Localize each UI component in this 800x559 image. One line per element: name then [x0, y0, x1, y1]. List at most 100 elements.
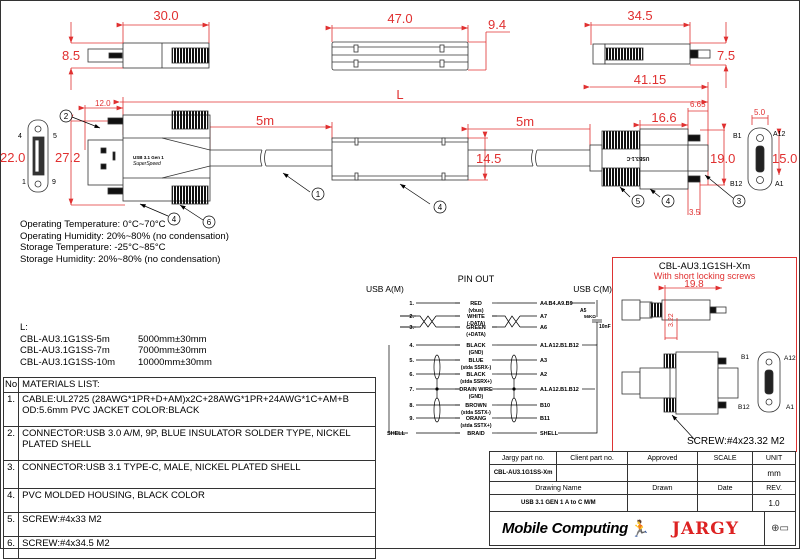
pinout-diagram: PIN OUT USB A(M) USB C(M) 1.RED(vbus)A4.…: [366, 274, 612, 437]
usb-c-body-label: USB3.1-C: [626, 155, 649, 161]
leader-lines: [71, 116, 734, 221]
pin-a-label: 6.: [409, 372, 414, 378]
variant-subtitle: With short locking screws: [653, 271, 756, 281]
approved-value: [626, 464, 699, 482]
pin-a-label: 5.: [409, 358, 414, 364]
wire-color: GREEN: [466, 325, 486, 331]
length-value: 7000mm±30mm: [138, 345, 207, 356]
materials-title: MATERIALS LIST:: [18, 377, 376, 393]
usb-a-pin-1: 1: [22, 179, 26, 186]
materials-no-header: No: [2, 377, 20, 393]
logo-row: Mobile Computing 🏃 JARGY ⊕▭: [489, 511, 796, 546]
pin-c-label: SHELL: [540, 431, 559, 437]
usb-a-superspeed-label: SuperSpeed: [133, 161, 161, 167]
dim-14-5: 14.5: [476, 151, 501, 166]
callout-4: 4: [438, 203, 443, 212]
variant-screw-spec: SCREW:#4x23.32 M2: [687, 436, 785, 447]
header-scale: SCALE: [697, 451, 754, 465]
variant-pin-a12: A12: [784, 355, 796, 362]
dim-5m-left: 5m: [256, 113, 274, 128]
pin-a-label: 2.: [409, 314, 414, 320]
dim-19: 19.0: [710, 151, 735, 166]
header-jargy-part: Jargy part no.: [488, 451, 558, 465]
pinout-row: 6.BLACK(stda SSRX+)A2: [409, 372, 547, 385]
wire-signal: (GND): [469, 394, 484, 400]
mobile-computing-logo: Mobile Computing: [502, 520, 629, 537]
dim-22: 22.0: [0, 150, 25, 165]
callouts: [59, 109, 746, 229]
runner-icon: 🏃: [630, 520, 650, 538]
materials-no: 4.: [2, 487, 20, 513]
materials-text: CABLE:UL2725 (28AWG*1PR+D+AM)x2C+28AWG*1…: [18, 391, 376, 427]
molded-housing: [331, 137, 469, 181]
pin-c-label: A6: [540, 325, 547, 331]
header-client-part: Client part no.: [556, 451, 628, 465]
pin-a-label: 4.: [409, 343, 414, 349]
scale-value: [697, 464, 754, 482]
unit-value: mm: [752, 464, 796, 482]
materials-row: 3.CONNECTOR:USB 3.1 TYPE-C, MALE, NICKEL…: [2, 459, 376, 489]
wire-signal: (stda SSTX+): [461, 423, 492, 429]
materials-row: 4.PVC MOLDED HOUSING, BLACK COLOR: [2, 487, 376, 513]
rev-value: 1.0: [752, 494, 796, 512]
dim-34-5: 34.5: [627, 8, 652, 23]
wire-color: RED: [470, 301, 482, 307]
variant-drawing: [621, 299, 781, 415]
usb-a-pin-5: 5: [53, 133, 57, 140]
dim-12: 12.0: [95, 99, 111, 108]
dim-30: 30.0: [153, 8, 178, 23]
dim-5m-right: 5m: [516, 114, 534, 129]
pin-c-label: A7: [540, 314, 547, 320]
pinout-row: 9.ORANG(stda SSTX+)B11: [409, 416, 550, 429]
usb-a-connector: [87, 110, 211, 205]
dim-15: 15.0: [772, 151, 797, 166]
pin-c-label: B10: [540, 403, 550, 409]
wire-signal: (stda SSRX-): [461, 365, 492, 371]
jargy-logo: JARGY: [671, 518, 739, 539]
length-model: CBL-AU3.1G1SS-5m: [20, 333, 110, 345]
dim-3-5: 3.5: [689, 208, 701, 217]
dim-16-6: 16.6: [651, 110, 676, 125]
title-block: Jargy part no. Client part no. Approved …: [488, 451, 796, 512]
housing-top-view: [331, 41, 469, 71]
header-drawing-name: Drawing Name: [489, 481, 628, 495]
header-date: Date: [697, 481, 754, 495]
wire-color: BLACK: [466, 343, 485, 349]
usb-a-pin-9: 9: [52, 179, 56, 186]
pin-c-label: A1.A12.B1.B12: [540, 343, 579, 349]
cable: [210, 149, 590, 167]
dimension-lines-top: [68, 22, 729, 185]
dim-7-5: 7.5: [717, 48, 735, 63]
wire-signal: (stda SSTX-): [461, 410, 491, 416]
pin-c-label: B11: [540, 416, 550, 422]
pinout-row: 8.BROWN(stda SSTX-)B10: [409, 403, 550, 416]
wire-signal: (stda SSRX+): [460, 379, 492, 385]
wire-color: ORANG: [466, 416, 486, 422]
usb-c-pin-b1: B1: [733, 133, 742, 140]
dim-L: L: [396, 87, 403, 102]
projection-symbol-icon: ⊕▭: [764, 512, 795, 545]
length-title: L:: [20, 322, 28, 333]
pin-a-label: SHELL: [387, 431, 406, 437]
pin-a-label: 3.: [409, 325, 414, 331]
materials-no: 2.: [2, 425, 20, 461]
overall-length-dims: [35, 97, 782, 215]
pin-c-label: A3: [540, 358, 547, 364]
usb-a-face-icon: [27, 119, 49, 193]
pinout-row: 4.BLACK(GND)A1.A12.B1.B12: [409, 343, 595, 356]
usb-c-pin-b12: B12: [730, 181, 743, 188]
materials-text: SCREW:#4x34.5 M2: [18, 535, 376, 559]
env-line: Operating Temperature: 0°C~70°C: [20, 219, 166, 230]
dim-47: 47.0: [387, 11, 412, 26]
environment-specs: Operating Temperature: 0°C~70°C Operatin…: [20, 219, 229, 265]
callout-2: 2: [64, 112, 69, 121]
variant-title: CBL-AU3.1G1SH-Xm: [658, 261, 751, 272]
wire-signal: (vbus): [469, 308, 484, 314]
usb-c-side-view: [592, 43, 711, 65]
usb-c-face-icon: [747, 127, 773, 191]
